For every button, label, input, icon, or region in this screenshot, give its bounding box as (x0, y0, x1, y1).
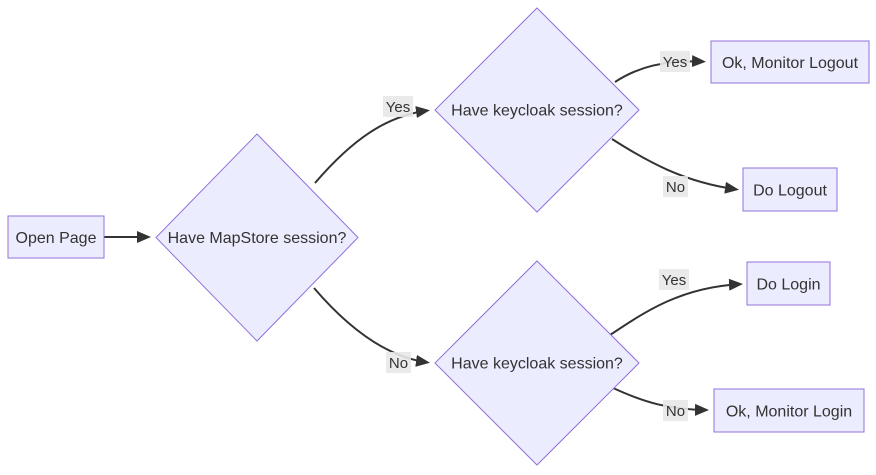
node-diamond (434, 260, 640, 466)
node-open-page: Open Page (7, 215, 105, 259)
node-have-keycloak-session-top: Have keycloak session? (434, 7, 640, 213)
node-label: Have keycloak session? (451, 103, 623, 120)
edge-label-keycloak-bottom-yes: Yes (659, 269, 689, 290)
edge-label-bg (663, 176, 688, 197)
edge-label-text: Yes (662, 272, 686, 289)
edge-label-bg (386, 352, 411, 373)
node-label: Open Page (16, 230, 97, 247)
node-label: Ok, Monitor Logout (722, 55, 859, 72)
edge-label-mapstore-yes: Yes (383, 96, 413, 117)
edge-label-bg (663, 400, 688, 421)
node-ok-monitor-logout: Ok, Monitor Logout (710, 40, 870, 84)
edge-label-bg (660, 51, 690, 72)
edge-label-mapstore-no: No (386, 352, 411, 373)
node-rect (710, 40, 870, 84)
edge-keycloak-bottom-yes-to-do-login (609, 278, 743, 336)
node-ok-monitor-login: Ok, Monitor Login (713, 388, 865, 433)
node-label: Ok, Monitor Login (726, 404, 852, 421)
edge-label-text: No (666, 403, 685, 420)
edge-label-text: Yes (663, 54, 687, 71)
edge-label-keycloak-top-yes: Yes (660, 51, 690, 72)
node-label: Have keycloak session? (451, 356, 623, 373)
node-label: Do Login (756, 277, 820, 294)
edge-label-bg (383, 96, 413, 117)
node-layer: Open Page Have MapStore session? Have ke… (7, 7, 870, 466)
edge-label-text: No (666, 179, 685, 196)
node-rect (7, 215, 105, 259)
edge-mapstore-session-yes-to-keycloak-top (314, 106, 430, 184)
node-rect (746, 261, 831, 306)
node-have-keycloak-session-bottom: Have keycloak session? (434, 260, 640, 466)
edge-label-keycloak-top-no: No (663, 176, 688, 197)
edge-label-text: Yes (386, 99, 410, 116)
node-do-login: Do Login (746, 261, 831, 306)
edge-layer (104, 55, 743, 416)
node-rect (742, 167, 838, 212)
edge-mapstore-session-no-to-keycloak-bottom (313, 287, 430, 367)
edge-label-bg (659, 269, 689, 290)
edge-keycloak-top-no-to-do-logout (611, 138, 739, 194)
edge-label-text: No (389, 355, 408, 372)
node-rect (713, 388, 865, 433)
edge-label-layer: Yes No Yes No Yes No (383, 51, 690, 421)
node-label: Do Logout (753, 183, 827, 200)
node-diamond (155, 133, 359, 342)
node-diamond (434, 7, 640, 213)
node-label: Have MapStore session? (168, 230, 347, 247)
edge-keycloak-bottom-no-to-ok-monitor-login (610, 386, 709, 416)
node-have-mapstore-session: Have MapStore session? (155, 133, 359, 342)
edge-keycloak-top-yes-to-ok-monitor-logout (614, 55, 706, 83)
node-do-logout: Do Logout (742, 167, 838, 212)
edge-label-keycloak-bottom-no: No (663, 400, 688, 421)
